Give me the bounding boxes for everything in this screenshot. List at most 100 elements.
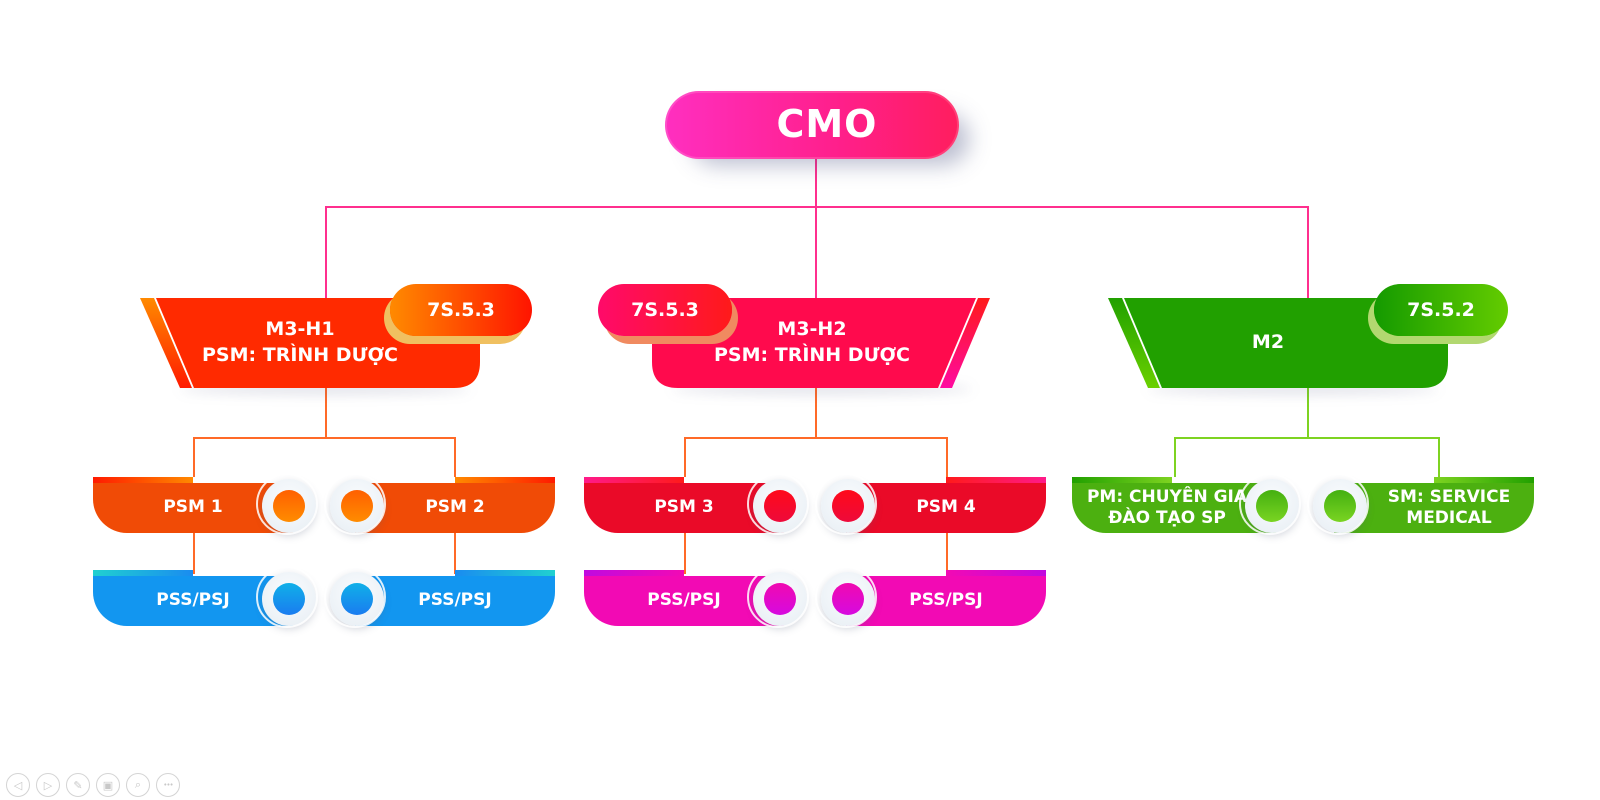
pill-body xyxy=(355,483,555,533)
team-knob-pss-psj-1[interactable] xyxy=(256,566,318,628)
knob-ring xyxy=(324,473,386,535)
pen-icon[interactable]: ✎ xyxy=(66,773,90,797)
team-node-pss-psj-4[interactable]: PSS/PSJ xyxy=(846,570,1046,626)
previous-slide-icon[interactable]: ◁ xyxy=(6,773,30,797)
connector-m3-h1-down xyxy=(325,386,327,438)
dept-node-m3-h1[interactable]: 7S.5.3 M3-H1 PSM: TRÌNH DƯỢC xyxy=(140,284,532,394)
team-knob-psm-1[interactable] xyxy=(256,473,318,535)
badge-m3-h1[interactable]: 7S.5.3 xyxy=(390,284,532,336)
team-dot-icon xyxy=(764,490,796,522)
knob-ring xyxy=(1239,473,1301,535)
team-label-line2: MEDICAL xyxy=(1406,508,1492,528)
team-node-psm-2[interactable]: PSM 2 xyxy=(355,477,555,533)
pill-stripe xyxy=(584,477,684,483)
team-dot-icon xyxy=(341,583,373,615)
dept-title: M3-H2 xyxy=(777,318,847,341)
team-dot-icon xyxy=(832,490,864,522)
connector-psm4-up xyxy=(946,437,948,477)
team-node-sm-service-medical[interactable]: SM: SERVICE MEDICAL xyxy=(1334,477,1534,533)
team-knob-pss-psj-3[interactable] xyxy=(747,566,809,628)
knob-ring xyxy=(324,566,386,628)
knob-ring xyxy=(815,473,877,535)
dept-subtitle: PSM: TRÌNH DƯỢC xyxy=(202,344,398,366)
team-label-line1: PM: CHUYÊN GIA xyxy=(1086,486,1248,507)
badge-code: 7S.5.2 xyxy=(1407,299,1475,321)
team-label: PSS/PSJ xyxy=(909,590,983,611)
connector-top-bar xyxy=(325,206,1309,208)
connector-m3-h2-bar xyxy=(684,437,948,439)
team-label: PM: CHUYÊN GIA ĐÀO TẠO SP xyxy=(1072,483,1262,533)
dept-node-m3-h2[interactable]: 7S.5.3 M3-H2 PSM: TRÌNH DƯỢC xyxy=(598,284,992,394)
knob-ring xyxy=(256,473,318,535)
team-node-pss-psj-2[interactable]: PSS/PSJ xyxy=(355,570,555,626)
knob-ring xyxy=(1307,473,1369,535)
zoom-icon[interactable]: ⌕ xyxy=(126,773,150,797)
team-dot-icon xyxy=(341,490,373,522)
team-dot-icon xyxy=(273,583,305,615)
node-shadow xyxy=(1148,384,1438,394)
team-label: PSM 3 xyxy=(654,497,714,518)
root-label: CMO xyxy=(776,102,878,147)
connector-m2-down xyxy=(1307,386,1309,438)
dept-label: M3-H2 PSM: TRÌNH DƯỢC xyxy=(692,298,932,388)
team-knob-psm-4[interactable] xyxy=(815,473,877,535)
pill-stripe xyxy=(93,477,193,483)
connector-m3-h1-bar xyxy=(193,437,456,439)
team-label: PSM 2 xyxy=(425,497,485,518)
node-shadow xyxy=(672,384,972,394)
connector-psm2-up xyxy=(454,437,456,477)
connector-psm3-pss xyxy=(684,532,686,574)
dept-shape-m3-h2 xyxy=(652,298,990,388)
connector-psm4-pss xyxy=(946,532,948,574)
team-label: SM: SERVICE MEDICAL xyxy=(1354,483,1544,533)
dept-shape-m2 xyxy=(1108,298,1448,388)
more-options-icon[interactable]: ••• xyxy=(156,773,180,797)
pill-body xyxy=(846,483,1046,533)
dept-label: M3-H1 PSM: TRÌNH DƯỢC xyxy=(180,298,420,388)
dept-title: M2 xyxy=(1251,331,1285,354)
team-knob-pss-psj-2[interactable] xyxy=(324,566,386,628)
team-label-line2: ĐÀO TẠO SP xyxy=(1108,508,1226,528)
team-knob-psm-2[interactable] xyxy=(324,473,386,535)
next-slide-icon[interactable]: ▷ xyxy=(36,773,60,797)
dept-subtitle: PSM: TRÌNH DƯỢC xyxy=(714,344,910,366)
knob-ring xyxy=(747,566,809,628)
knob-ring xyxy=(815,566,877,628)
slides-overview-icon[interactable]: ▣ xyxy=(96,773,120,797)
dept-node-m2[interactable]: 7S.5.2 M2 xyxy=(1108,284,1508,394)
team-label: PSS/PSJ xyxy=(156,590,230,611)
team-node-psm-4[interactable]: PSM 4 xyxy=(846,477,1046,533)
team-knob-psm-3[interactable] xyxy=(747,473,809,535)
badge-code: 7S.5.3 xyxy=(427,299,495,321)
root-node-cmo[interactable]: CMO xyxy=(665,91,959,159)
dept-title: M3-H1 xyxy=(265,318,335,341)
dept-label: M2 xyxy=(1148,298,1388,388)
team-label-line1: SM: SERVICE xyxy=(1387,486,1511,507)
pill-stripe xyxy=(455,570,555,576)
team-knob-sm-service-medical[interactable] xyxy=(1307,473,1369,535)
connector-sm-up xyxy=(1438,437,1440,477)
connector-psm2-pss xyxy=(454,532,456,574)
team-dot-icon xyxy=(273,490,305,522)
connector-psm1-up xyxy=(193,437,195,477)
team-knob-pss-psj-4[interactable] xyxy=(815,566,877,628)
team-dot-icon xyxy=(764,583,796,615)
connector-m2-bar xyxy=(1174,437,1440,439)
pill-stripe xyxy=(1072,477,1172,483)
connector-to-m2 xyxy=(1307,206,1309,298)
pill-stripe xyxy=(455,477,555,483)
team-dot-icon xyxy=(832,583,864,615)
pill-stripe xyxy=(946,477,1046,483)
team-knob-pm-chuyen-gia[interactable] xyxy=(1239,473,1301,535)
pill-stripe xyxy=(93,570,193,576)
connector-to-m3-h2 xyxy=(815,206,817,298)
pill-stripe xyxy=(584,570,684,576)
pill-stripe xyxy=(1434,477,1534,483)
knob-ring xyxy=(747,473,809,535)
pill-body xyxy=(846,576,1046,626)
connector-pm-up xyxy=(1174,437,1176,477)
pill-body xyxy=(355,576,555,626)
badge-m2[interactable]: 7S.5.2 xyxy=(1374,284,1508,336)
badge-m3-h2[interactable]: 7S.5.3 xyxy=(598,284,732,336)
connector-m3-h2-down xyxy=(815,386,817,438)
